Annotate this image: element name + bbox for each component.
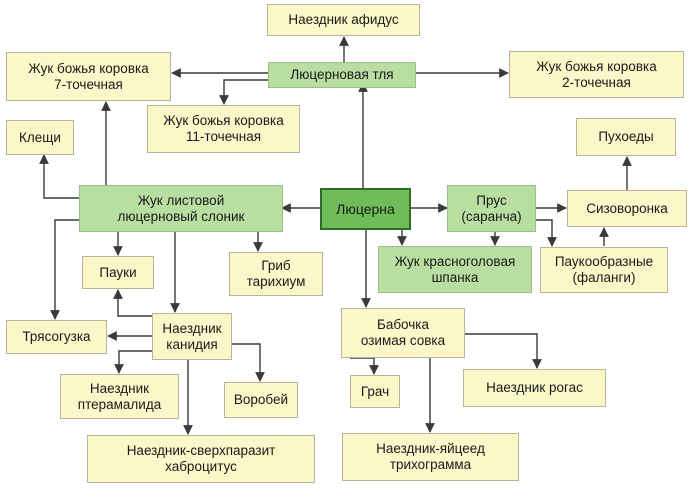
node-roller: Сизоворонка	[567, 190, 687, 227]
node-blister-beetle: Жук красноголовая шпанка	[378, 246, 532, 293]
node-mites: Клещи	[6, 120, 74, 155]
node-harvestmen: Паукообразные (фаланги)	[540, 247, 668, 293]
node-spiders: Пауки	[82, 256, 154, 289]
arrow-weevil-to-mites	[39, 154, 79, 199]
node-pteromalid: Наездник птерамалида	[60, 374, 179, 419]
node-canidia: Наездник канидия	[152, 313, 232, 360]
arrow-moth-to-rogas	[465, 333, 542, 369]
arrow-moth-to-rook	[350, 357, 379, 375]
arrow-locust-to-harvestmen	[536, 219, 557, 247]
node-rook: Грач	[350, 375, 400, 408]
arrow-canidia-to-spiders	[113, 289, 152, 317]
node-ladybug-11: Жук божья коровка 11-точечная	[147, 105, 300, 153]
arrow-weevil-to-wagtail	[50, 219, 79, 320]
node-trichogramma: Наездник-яйцеед трихограмма	[342, 433, 519, 481]
node-chabrocytus: Наездник-сверхпаразит хаброцитус	[87, 435, 315, 483]
node-booklice: Пухоеды	[576, 118, 676, 156]
node-sparrow: Воробей	[224, 382, 298, 418]
node-ladybug-2: Жук божья коровка 2-точечная	[509, 51, 684, 98]
node-ladybug-7: Жук божья коровка 7-точечная	[6, 52, 171, 101]
node-fungus: Гриб тарихиум	[229, 252, 323, 296]
node-rogas: Наездник рогас	[463, 369, 606, 407]
node-aphidius: Наездник афидус	[267, 4, 420, 36]
arrow-aphid-to-ladybug11	[219, 79, 268, 105]
node-locust: Прус (саранча)	[447, 185, 536, 232]
node-alfalfa-aphid: Люцерновая тля	[268, 62, 416, 88]
node-moth: Бабочка озимая совка	[341, 308, 465, 358]
node-alfalfa: Люцерна	[320, 188, 411, 230]
arrow-canidia-to-sparrow	[232, 343, 265, 382]
node-weevil: Жук листовой люцерновый слоник	[79, 185, 283, 232]
node-wagtail: Трясогузка	[6, 320, 107, 354]
arrow-canidia-to-pteromalid	[114, 350, 152, 374]
